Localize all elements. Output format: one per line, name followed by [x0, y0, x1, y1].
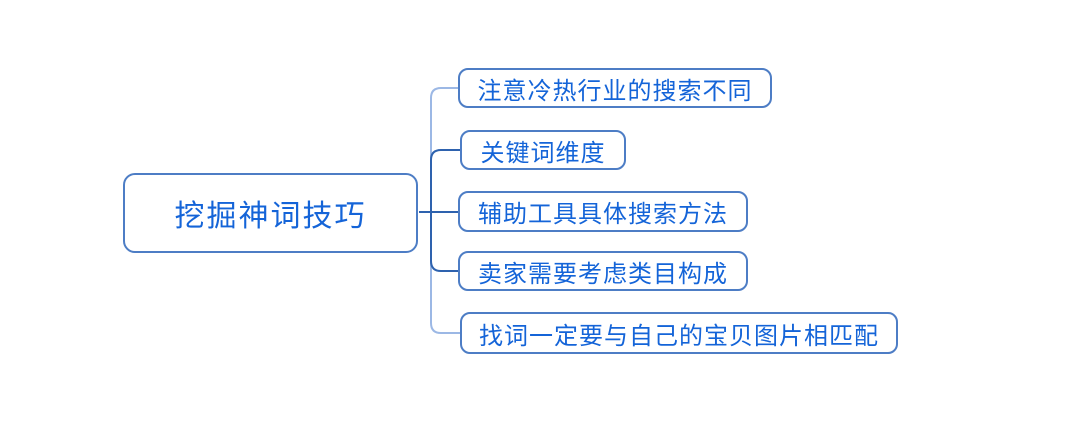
subtopic-label: 找词一定要与自己的宝贝图片相匹配 — [479, 323, 879, 350]
subtopic-label: 关键词维度 — [480, 140, 606, 167]
connector-branch-2 — [430, 149, 460, 212]
subtopic-label: 辅助工具具体搜索方法 — [478, 202, 728, 228]
root-topic-label: 挖掘神词技巧 — [174, 200, 367, 233]
subtopic-keyword-dimension[interactable]: 关键词维度 — [460, 130, 626, 170]
connector-branch-1 — [430, 87, 458, 212]
root-topic[interactable]: 挖掘神词技巧 — [123, 173, 418, 253]
subtopic-label: 注意冷热行业的搜索不同 — [477, 78, 753, 105]
subtopic-cold-hot-industry-search[interactable]: 注意冷热行业的搜索不同 — [458, 68, 772, 108]
connector-branch-4 — [430, 212, 458, 272]
connector-branch-5 — [430, 212, 460, 334]
subtopic-auxiliary-tool-search-method[interactable]: 辅助工具具体搜索方法 — [458, 191, 748, 232]
subtopic-word-match-product-image[interactable]: 找词一定要与自己的宝贝图片相匹配 — [460, 312, 898, 354]
subtopic-label: 卖家需要考虑类目构成 — [478, 261, 728, 288]
subtopic-seller-category-composition[interactable]: 卖家需要考虑类目构成 — [458, 251, 748, 291]
